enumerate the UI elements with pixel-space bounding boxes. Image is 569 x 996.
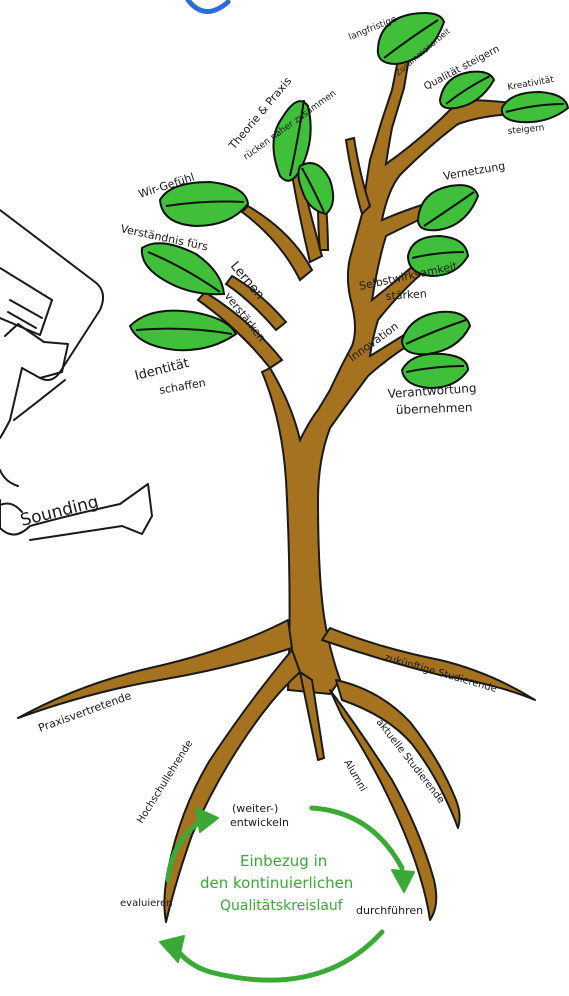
cycle-arrow-bottom [169, 929, 385, 983]
leaf-langfristige [376, 12, 446, 66]
leaf-verantwortung [400, 352, 470, 390]
sounding-sketch [0, 209, 153, 541]
leaf-qualitaet [438, 70, 496, 110]
label-identitaet-2: schaffen [158, 376, 206, 397]
leaf-verstaendnis [140, 242, 226, 296]
leaf-selbstwirksamkeit [406, 234, 470, 278]
leaf-identitaet [128, 309, 238, 352]
leaf-innovation [400, 310, 472, 356]
label-alumni: Alumni [341, 758, 368, 794]
label-kreativitaet-1: Kreativität [507, 75, 555, 93]
cycle-step-right: durchführen [356, 904, 423, 917]
sounding-label: Sounding [18, 492, 100, 531]
label-verantwortung-2: übernehmen [396, 400, 473, 417]
tree-trunk [196, 49, 522, 696]
cycle-center-1: Einbezug in [240, 852, 327, 870]
arrowhead-right [391, 869, 415, 893]
leaf-vernetzung [416, 184, 480, 232]
header-mark [185, 0, 231, 14]
label-kreativitaet-2: steigern [507, 123, 545, 137]
cycle-center-2: den kontinuierlichen [200, 874, 353, 892]
label-verantwortung-1: Verantwortung [387, 381, 477, 401]
label-selbstwirksamkeit-2: stärken [385, 287, 427, 303]
cycle-step-left: evaluieren [120, 898, 173, 909]
label-vernetzung: Vernetzung [442, 159, 506, 183]
cycle-center-3: Qualitätskreislauf [220, 898, 344, 914]
cycle-step-top-1: (weiter-) [232, 802, 278, 815]
leaf-kreativitaet [500, 90, 569, 124]
tree-roots [17, 619, 536, 923]
arrowhead-left [159, 935, 185, 963]
leaf-theorie-2 [297, 162, 335, 216]
cycle-arrow-top-right [309, 805, 405, 871]
arrowhead-top [195, 807, 219, 833]
tree-leaves [128, 12, 569, 390]
cycle-step-top-2: entwickeln [230, 816, 289, 829]
leaf-wir-gefuehl [158, 180, 250, 228]
quality-cycle [165, 805, 405, 983]
